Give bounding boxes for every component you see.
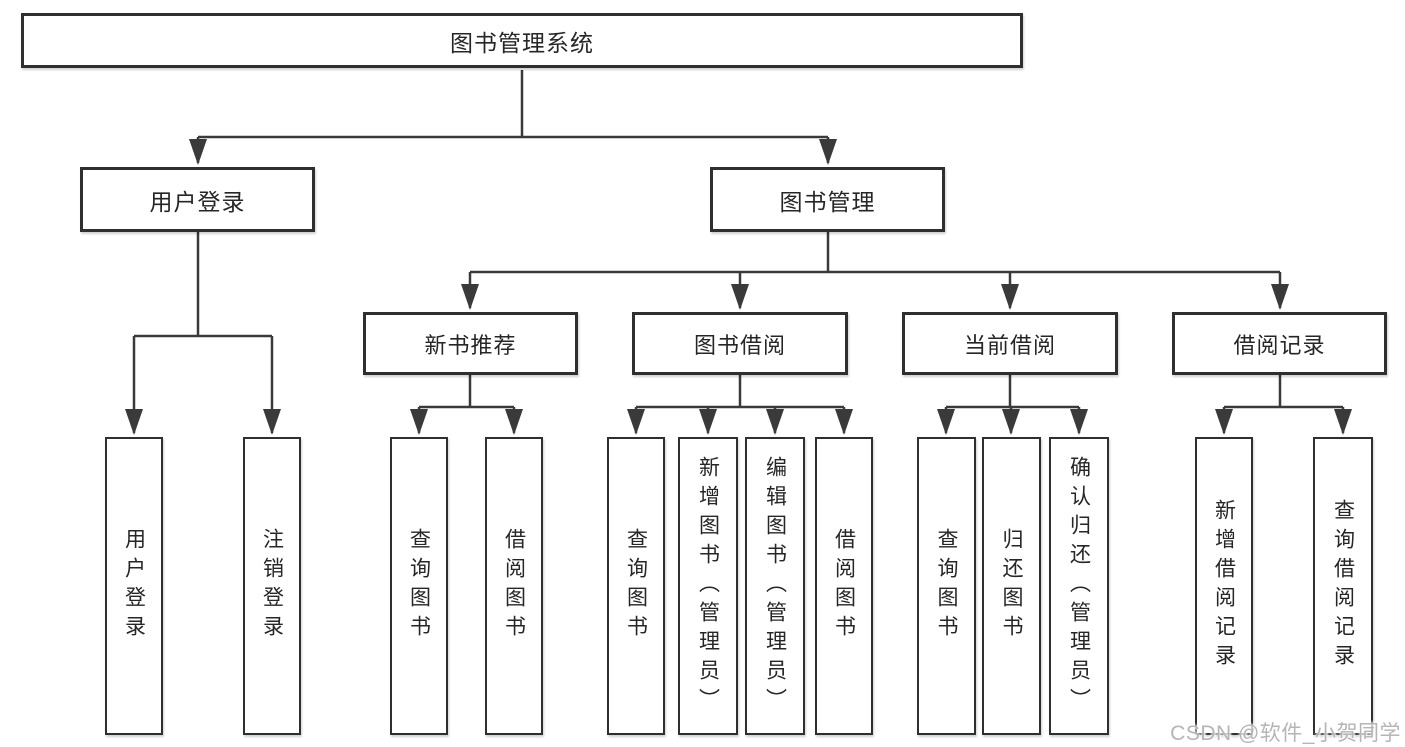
node-book-management: 图书管理 bbox=[710, 167, 945, 232]
leaf-br-add-record: 新增借阅记录 bbox=[1195, 437, 1253, 735]
node-new-book-recommend-label: 新书推荐 bbox=[424, 332, 517, 358]
node-user-login: 用户登录 bbox=[80, 167, 315, 232]
leaf-cb-return-books: 归还图书 bbox=[982, 437, 1041, 735]
leaf-user-login-label: 用户登录 bbox=[122, 528, 146, 644]
leaf-cb-confirm-return-admin-label: 确认归还（管理员） bbox=[1067, 455, 1091, 717]
leaf-bb-edit-books-admin-label: 编辑图书（管理员） bbox=[763, 455, 787, 717]
leaf-bb-borrow-books-label: 借阅图书 bbox=[832, 528, 856, 644]
leaf-user-login: 用户登录 bbox=[105, 437, 163, 735]
leaf-logout: 注销登录 bbox=[243, 437, 301, 735]
leaf-bb-edit-books-admin: 编辑图书（管理员） bbox=[745, 437, 805, 735]
leaf-bb-add-books-admin-label: 新增图书（管理员） bbox=[696, 455, 720, 717]
node-root-system: 图书管理系统 bbox=[21, 13, 1023, 68]
leaf-bb-query-books: 查询图书 bbox=[607, 437, 665, 735]
leaf-nbr-borrow-books: 借阅图书 bbox=[485, 437, 543, 735]
node-borrow-record: 借阅记录 bbox=[1172, 312, 1387, 375]
connector-rails bbox=[134, 70, 1343, 409]
leaf-bb-borrow-books: 借阅图书 bbox=[815, 437, 873, 735]
node-book-management-label: 图书管理 bbox=[779, 188, 876, 215]
node-current-borrow: 当前借阅 bbox=[902, 312, 1118, 375]
leaf-br-query-record-label: 查询借阅记录 bbox=[1331, 499, 1355, 673]
node-book-borrow: 图书借阅 bbox=[632, 312, 848, 375]
leaf-cb-query-books: 查询图书 bbox=[917, 437, 976, 735]
leaf-nbr-query-books: 查询图书 bbox=[390, 437, 448, 735]
node-book-borrow-label: 图书借阅 bbox=[693, 332, 786, 358]
node-current-borrow-label: 当前借阅 bbox=[963, 332, 1056, 358]
leaf-cb-return-books-label: 归还图书 bbox=[1000, 528, 1023, 644]
leaf-nbr-borrow-books-label: 借阅图书 bbox=[502, 528, 526, 644]
node-user-login-label: 用户登录 bbox=[149, 188, 246, 215]
leaf-cb-confirm-return-admin: 确认归还（管理员） bbox=[1049, 437, 1109, 735]
leaf-bb-add-books-admin: 新增图书（管理员） bbox=[678, 437, 738, 735]
node-root-label: 图书管理系统 bbox=[450, 29, 594, 56]
leaf-logout-label: 注销登录 bbox=[260, 528, 284, 644]
leaf-br-query-record: 查询借阅记录 bbox=[1313, 437, 1373, 735]
leaf-bb-query-books-label: 查询图书 bbox=[624, 528, 648, 644]
node-borrow-record-label: 借阅记录 bbox=[1233, 332, 1326, 358]
node-new-book-recommend: 新书推荐 bbox=[363, 312, 578, 375]
leaf-br-add-record-label: 新增借阅记录 bbox=[1212, 499, 1236, 673]
leaf-nbr-query-books-label: 查询图书 bbox=[407, 528, 431, 644]
leaf-cb-query-books-label: 查询图书 bbox=[935, 528, 958, 644]
